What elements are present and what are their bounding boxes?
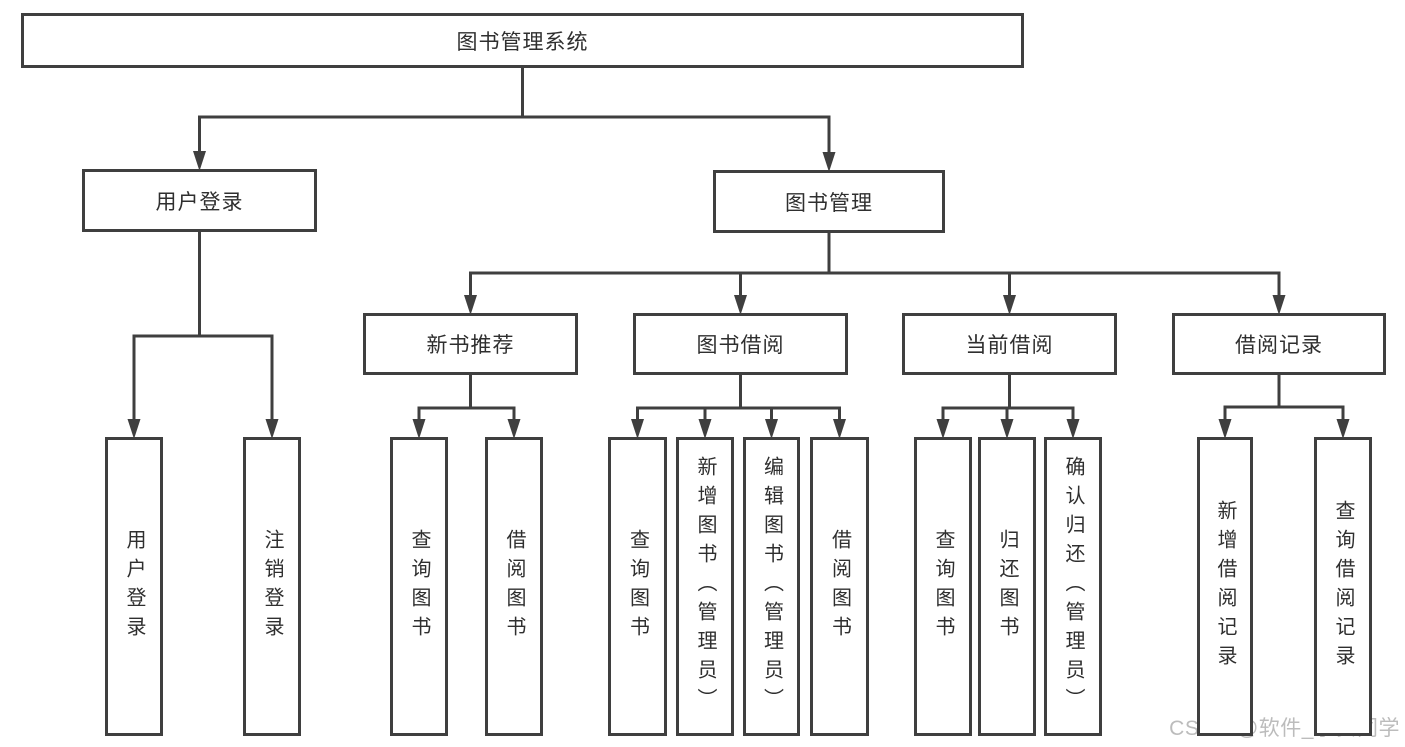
diagram-node-label-br-add-record: 新增借阅记录 (1214, 499, 1236, 674)
diagram-node-cb-confirm-return: 确认归还（管理员） (1044, 437, 1102, 736)
diagram-node-label-rec-borrow-books: 借阅图书 (503, 528, 525, 645)
diagram-node-user-login: 用户登录 (82, 169, 317, 232)
arrowhead (734, 295, 747, 315)
diagram-node-br-query-record: 查询借阅记录 (1314, 437, 1372, 736)
diagram-node-label-cb-return-books: 归还图书 (996, 528, 1018, 645)
diagram-node-bb-add-books: 新增图书（管理员） (676, 437, 734, 736)
diagram-node-do-login: 用户登录 (105, 437, 163, 736)
arrowhead (193, 151, 206, 171)
arrowhead (822, 152, 836, 172)
diagram-node-root: 图书管理系统 (21, 13, 1024, 68)
diagram-node-new-book-rec: 新书推荐 (363, 313, 578, 375)
arrowhead (936, 419, 950, 439)
diagram-node-label-root: 图书管理系统 (456, 30, 589, 54)
diagram-node-label-user-login: 用户登录 (155, 190, 244, 214)
arrowhead (1000, 419, 1014, 439)
diagram-node-bb-query-books: 查询图书 (608, 437, 667, 736)
diagram-node-label-bb-edit-books: 编辑图书（管理员） (760, 456, 783, 717)
diagram-node-label-borrow-records: 借阅记录 (1235, 334, 1323, 357)
diagram-node-label-book-borrow: 图书借阅 (696, 334, 785, 357)
diagram-node-cb-query-books: 查询图书 (914, 437, 972, 736)
diagram-node-label-cb-query-books: 查询图书 (932, 528, 954, 645)
diagram-node-rec-borrow-books: 借阅图书 (485, 437, 543, 736)
diagram-node-label-br-query-record: 查询借阅记录 (1332, 499, 1354, 674)
diagram-node-label-do-logout: 注销登录 (261, 528, 283, 645)
arrowhead (1336, 419, 1350, 439)
arrowhead (765, 419, 778, 439)
arrowhead (127, 419, 141, 439)
arrowhead (698, 419, 712, 439)
diagram-node-label-book-mgmt: 图书管理 (785, 191, 873, 215)
diagram-node-label-current-borrow: 当前借阅 (965, 334, 1054, 357)
arrowhead (507, 419, 521, 439)
diagram-node-bb-borrow-books: 借阅图书 (810, 437, 869, 736)
diagram-node-borrow-records: 借阅记录 (1172, 313, 1386, 375)
arrowhead (1066, 419, 1080, 439)
arrowhead (464, 295, 477, 315)
diagram-node-do-logout: 注销登录 (243, 437, 301, 736)
arrowhead (1218, 419, 1232, 439)
arrowhead (833, 419, 846, 439)
arrowhead (1003, 295, 1016, 315)
diagram-node-label-new-book-rec: 新书推荐 (426, 334, 515, 357)
diagram-node-book-borrow: 图书借阅 (633, 313, 848, 375)
diagram-node-br-add-record: 新增借阅记录 (1197, 437, 1253, 736)
diagram-node-rec-query-books: 查询图书 (390, 437, 448, 736)
arrowhead (1272, 295, 1286, 315)
diagram-node-label-cb-confirm-return: 确认归还（管理员） (1062, 456, 1084, 717)
arrowhead (412, 419, 426, 439)
diagram-node-label-do-login: 用户登录 (123, 528, 145, 645)
diagram-node-label-bb-add-books: 新增图书（管理员） (694, 456, 716, 717)
arrowhead (265, 419, 279, 439)
diagram-node-book-mgmt: 图书管理 (713, 170, 945, 233)
diagram-node-cb-return-books: 归还图书 (978, 437, 1036, 736)
arrowhead (631, 419, 644, 439)
diagram-node-label-rec-query-books: 查询图书 (408, 528, 430, 645)
diagram-node-label-bb-borrow-books: 借阅图书 (828, 528, 851, 645)
diagram-node-label-bb-query-books: 查询图书 (626, 528, 649, 645)
diagram-node-bb-edit-books: 编辑图书（管理员） (743, 437, 800, 736)
diagram-node-current-borrow: 当前借阅 (902, 313, 1117, 375)
